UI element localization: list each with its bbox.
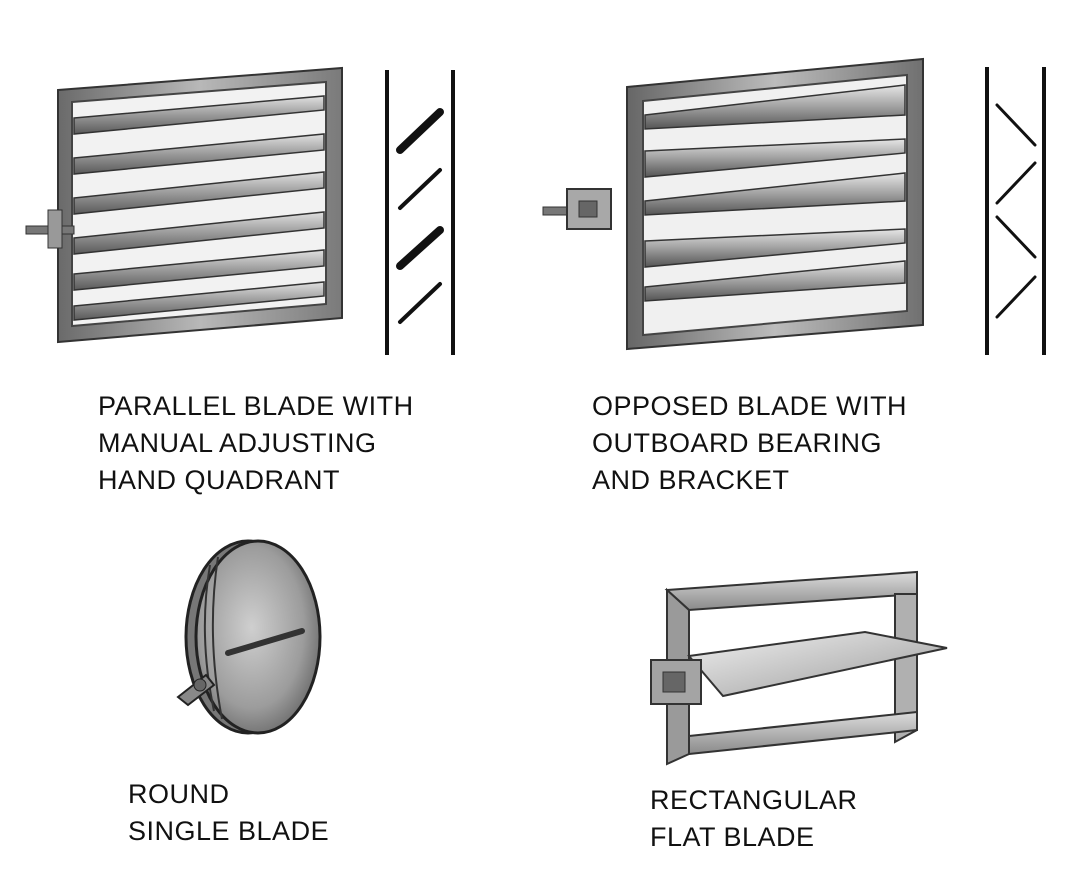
round-blade-shaft	[225, 628, 305, 656]
caption-line: FLAT BLADE	[650, 822, 815, 852]
rectangular-damper-caption: RECTANGULAR FLAT BLADE	[650, 782, 858, 856]
outboard-bearing-bracket	[542, 188, 612, 230]
rectangular-damper-illustration	[650, 570, 948, 766]
caption-line: PARALLEL BLADE WITH	[98, 391, 414, 421]
rectangular-damper-figure	[635, 560, 955, 770]
opposed-blades	[644, 84, 906, 302]
opposed-blade-caption: OPPOSED BLADE WITH OUTBOARD BEARING AND …	[592, 388, 907, 499]
round-damper-illustration	[176, 539, 322, 735]
opposed-blade-damper-figure	[535, 55, 1055, 360]
round-damper-caption: ROUND SINGLE BLADE	[128, 776, 329, 850]
flat-blade	[687, 630, 948, 698]
rect-damper-bracket	[650, 659, 702, 705]
opposed-blade-symbol	[995, 103, 1037, 319]
round-damper-figure	[170, 535, 340, 755]
caption-line: OUTBOARD BEARING	[592, 428, 883, 458]
caption-line: AND BRACKET	[592, 465, 790, 495]
parallel-blade-caption: PARALLEL BLADE WITH MANUAL ADJUSTING HAN…	[98, 388, 414, 499]
parallel-blade-damper-figure	[20, 60, 470, 360]
caption-line: RECTANGULAR	[650, 785, 858, 815]
hand-quadrant	[25, 209, 75, 249]
parallel-blades	[73, 95, 325, 321]
parallel-blade-symbol	[396, 108, 444, 324]
caption-line: MANUAL ADJUSTING	[98, 428, 377, 458]
caption-line: OPPOSED BLADE WITH	[592, 391, 908, 421]
opposed-blade-damper-illustration	[542, 57, 1046, 355]
caption-line: SINGLE BLADE	[128, 816, 330, 846]
parallel-blade-damper-illustration	[25, 66, 455, 355]
caption-line: ROUND	[128, 779, 230, 809]
round-quadrant-handle	[176, 673, 216, 707]
caption-line: HAND QUADRANT	[98, 465, 341, 495]
